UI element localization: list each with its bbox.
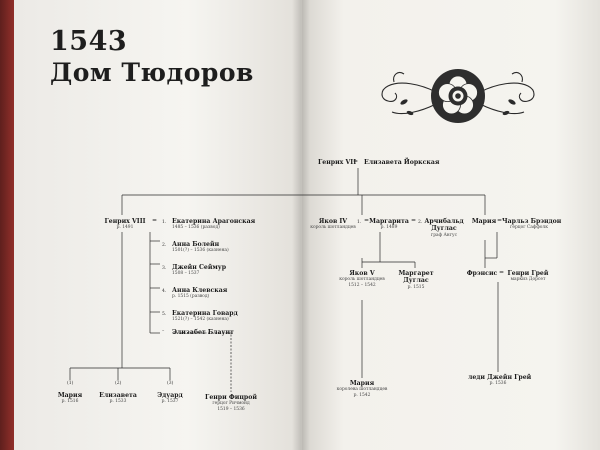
marriage-sign: = <box>353 158 359 165</box>
node-frances: Фрэнсис <box>466 270 498 277</box>
child-mark: (1) <box>67 381 74 386</box>
title-house: Дом Тюдоров <box>50 58 254 87</box>
left-page <box>14 0 304 450</box>
wife-number: 5. <box>162 312 167 317</box>
node-henry-viii: Генрих VIII р. 1491 <box>104 218 146 231</box>
node-wife-anne-boleyn: Анна Болейн 1501(?) – 1536 (казнена) <box>172 241 229 254</box>
mistress-dash: – <box>162 329 165 334</box>
node-elizabeth-york: Елизавета Йоркская <box>364 159 440 166</box>
wife-number: 1. <box>162 220 167 225</box>
node-child-edward: Эдуард р. 1537 <box>157 392 183 405</box>
wife-number: 3. <box>162 266 167 271</box>
node-child-mary: Мария р. 1516 <box>57 392 83 405</box>
node-archibald-douglas: Арчибальд Дуглас граф Ангус <box>424 218 464 238</box>
node-james-v: Яков V король шотландцев 1512 – 1542 <box>339 270 385 288</box>
marriage-sign: = <box>497 217 503 224</box>
node-mary-queen-of-scots: Мария королева шотландцев р. 1542 <box>336 380 388 398</box>
title-year: 1543 <box>50 26 128 57</box>
node-margaret: Маргарита р. 1489 <box>369 218 409 231</box>
wife-number: 2. <box>162 243 167 248</box>
node-henry-grey: Генри Грей маркиз Дорсет <box>507 270 549 283</box>
marriage-number: 1. <box>357 220 362 225</box>
marriage-sign: = <box>152 217 158 224</box>
child-mark: (3) <box>167 381 174 386</box>
node-elizabeth-blount: Элизабет Блаунт <box>172 329 234 336</box>
node-charles-brandon: Чарльз Брэндон герцог Саффолк <box>502 218 562 231</box>
marriage-sign: = <box>411 217 417 224</box>
node-wife-catherine-aragon: Екатерина Арагонская 1485 – 1536 (развод… <box>172 218 256 231</box>
book-gutter <box>292 0 310 450</box>
node-child-elizabeth: Елизавета р. 1533 <box>99 392 137 405</box>
node-henry-fitzroy: Генри Фицрой герцог Ричмонд 1519 – 1536 <box>205 394 257 412</box>
wife-number: 4. <box>162 289 167 294</box>
child-mark: (2) <box>115 381 122 386</box>
marriage-number: 2. <box>418 220 423 225</box>
node-margaret-douglas: Маргарет Дуглас р. 1515 <box>398 270 434 290</box>
node-mary-tudor: Мария <box>471 218 497 225</box>
marriage-sign: = <box>499 269 505 276</box>
node-wife-catherine-howard: Екатерина Говард 1521(?) – 1542 (казнена… <box>172 310 238 323</box>
marriage-sign: = <box>364 217 370 224</box>
node-wife-jane-seymour: Джейн Сеймур 1508 – 1537 <box>172 264 227 277</box>
node-james-iv: Яков IV король шотландцев <box>310 218 356 231</box>
node-wife-anne-cleves: Анна Клевская р. 1515 (развод) <box>172 287 228 300</box>
node-lady-jane-grey: леди Джейн Грей р. 1536 <box>468 374 532 387</box>
node-henry-vii: Генрих VII <box>318 159 357 166</box>
